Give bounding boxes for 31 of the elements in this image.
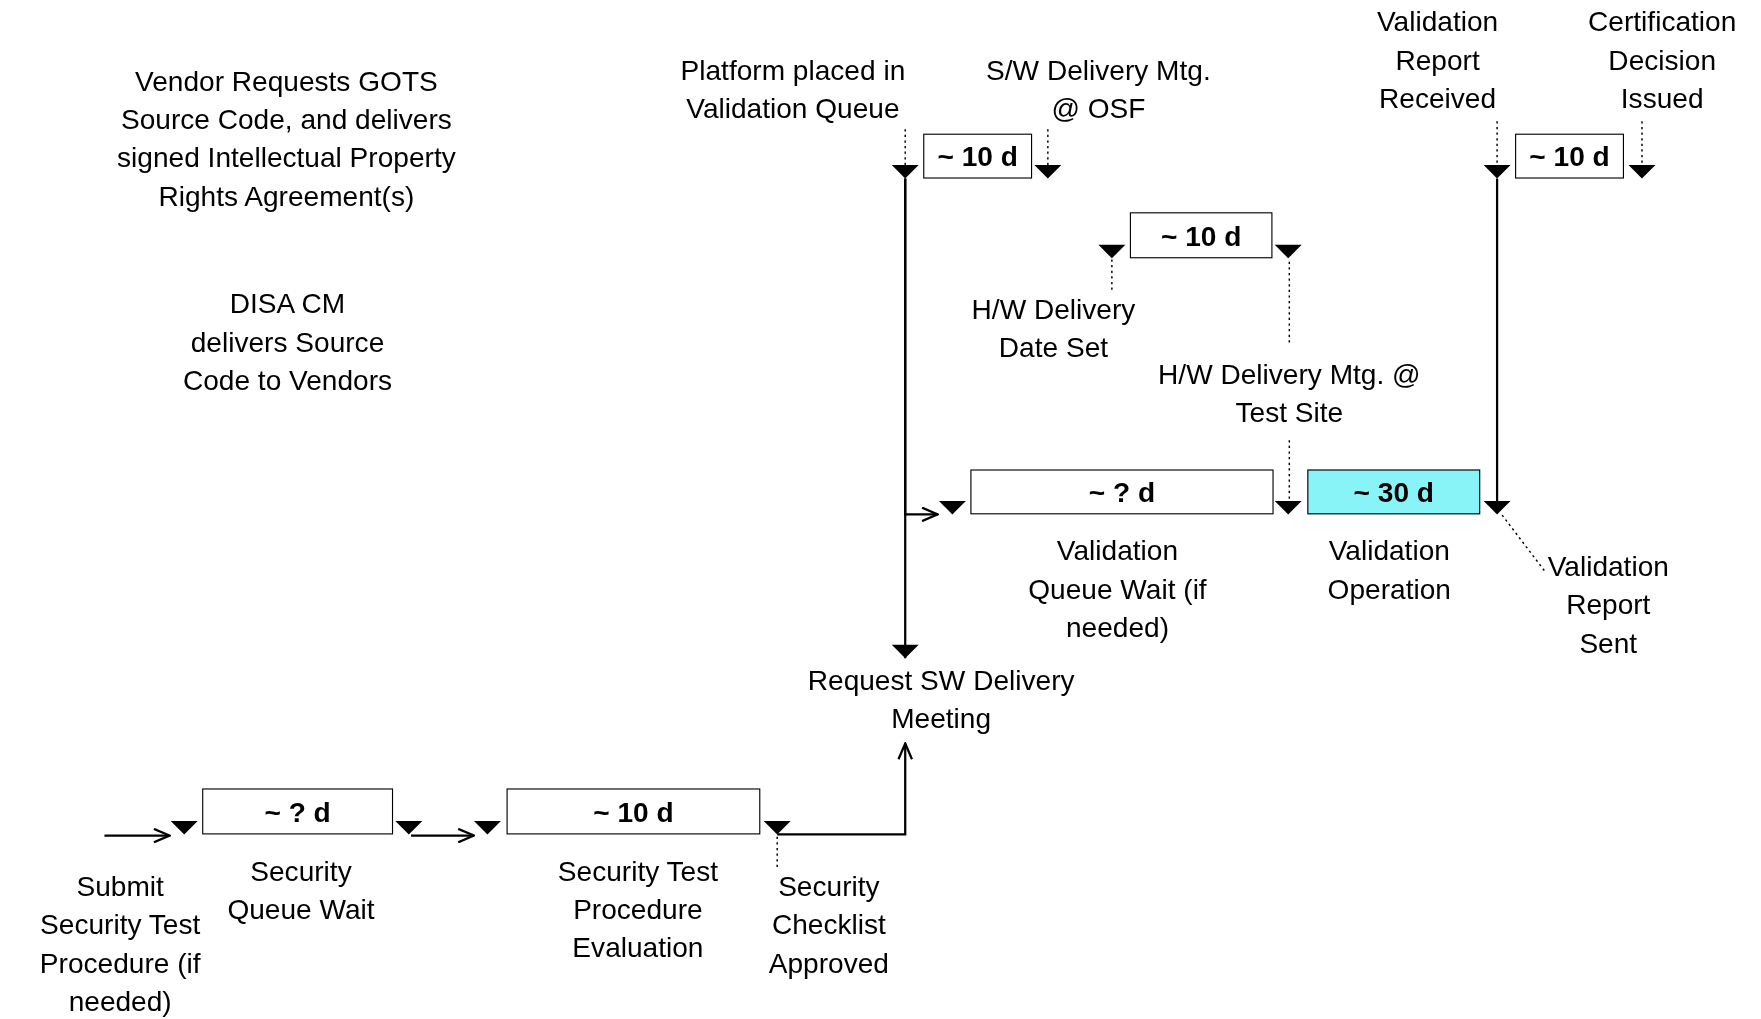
leader-line <box>1500 513 1545 572</box>
arrow <box>104 827 171 844</box>
milestone-label: S/W Delivery Mtg. @ OSF <box>972 50 1225 127</box>
leader-line <box>904 128 906 167</box>
duration-box: ~ 10 d <box>506 788 761 835</box>
task-label: Validation Queue Wait (if needed) <box>1027 533 1208 645</box>
arrow <box>411 827 476 844</box>
milestone-label: Platform placed in Validation Queue <box>658 50 928 127</box>
milestone-label: H/W Delivery Mtg. @ Test Site <box>1154 354 1425 432</box>
duration-box: ~ 30 d <box>1307 469 1481 515</box>
milestone-label: Certification Decision Issued <box>1572 2 1753 117</box>
task-label: Security Test Procedure Evaluation <box>556 853 720 965</box>
milestone-label: Submit Security Test Procedure (if needed) <box>21 867 219 1019</box>
duration-box: ~ ? d <box>970 469 1274 515</box>
milestone-label: Validation Report Received <box>1358 2 1517 117</box>
milestone-label: H/W Delivery Date Set <box>952 289 1155 367</box>
milestone-label: Validation Report Sent <box>1535 546 1682 662</box>
arrow <box>904 178 939 523</box>
leader-line <box>1111 257 1113 291</box>
duration-box: ~ 10 d <box>923 133 1033 179</box>
task-label: Security Queue Wait <box>226 853 376 927</box>
milestone-label: Security Checklist Approved <box>755 867 902 982</box>
duration-box: ~ 10 d <box>1129 212 1273 259</box>
duration-box: ~ 10 d <box>1515 133 1624 179</box>
arrow <box>777 742 914 836</box>
task-label: Validation Operation <box>1326 533 1452 607</box>
leader-line <box>1047 128 1049 167</box>
milestone-label: Request SW Delivery Meeting <box>789 660 1093 737</box>
note-text: DISA CM delivers Source Code to Vendors <box>181 286 394 398</box>
note-text: Vendor Requests GOTS Source Code, and delivers signed Intellectual Property Rights Agreement(s) <box>116 64 457 214</box>
duration-box: ~ ? d <box>202 788 394 835</box>
